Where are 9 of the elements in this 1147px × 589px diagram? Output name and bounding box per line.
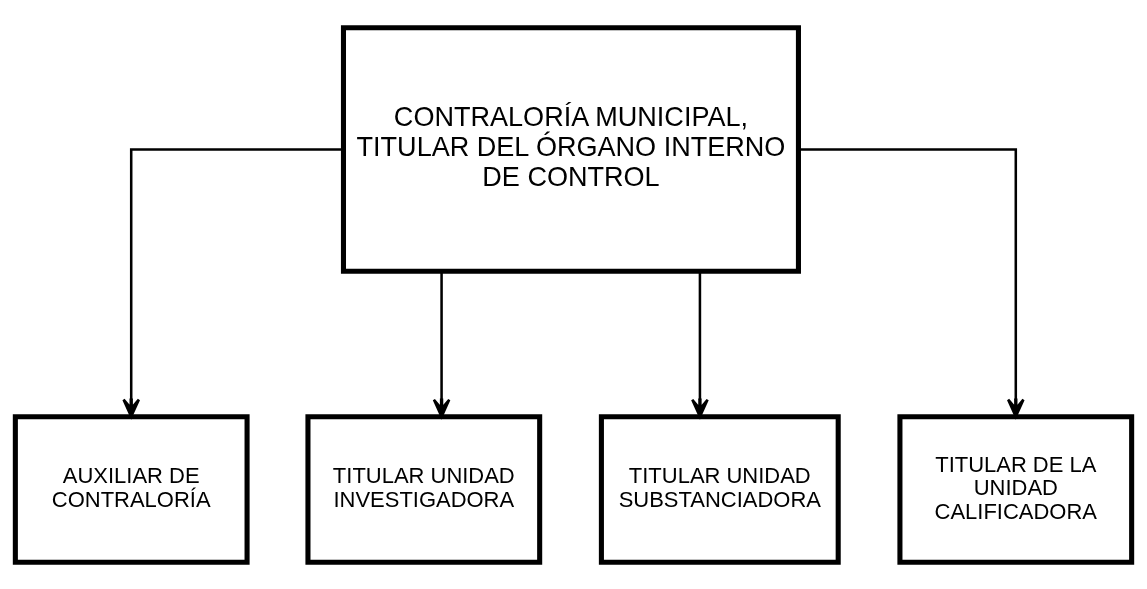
arrow	[691, 271, 709, 418]
node-box: AUXILIAR DE CONTRALORÍA	[12, 413, 250, 565]
arrow	[798, 147, 1025, 418]
arrow	[432, 271, 451, 418]
node-box: CONTRALORÍA MUNICIPAL, TITULAR DEL ÓRGANO INTERNO DE CONTROL	[340, 24, 801, 274]
arrow	[122, 147, 344, 418]
node-box: TITULAR UNIDAD SUBSTANCIADORA	[598, 413, 841, 565]
node-box: TITULAR UNIDAD INVESTIGADORA	[305, 413, 543, 565]
node-box: TITULAR DE LA UNIDAD CALIFICADORA	[897, 413, 1135, 565]
